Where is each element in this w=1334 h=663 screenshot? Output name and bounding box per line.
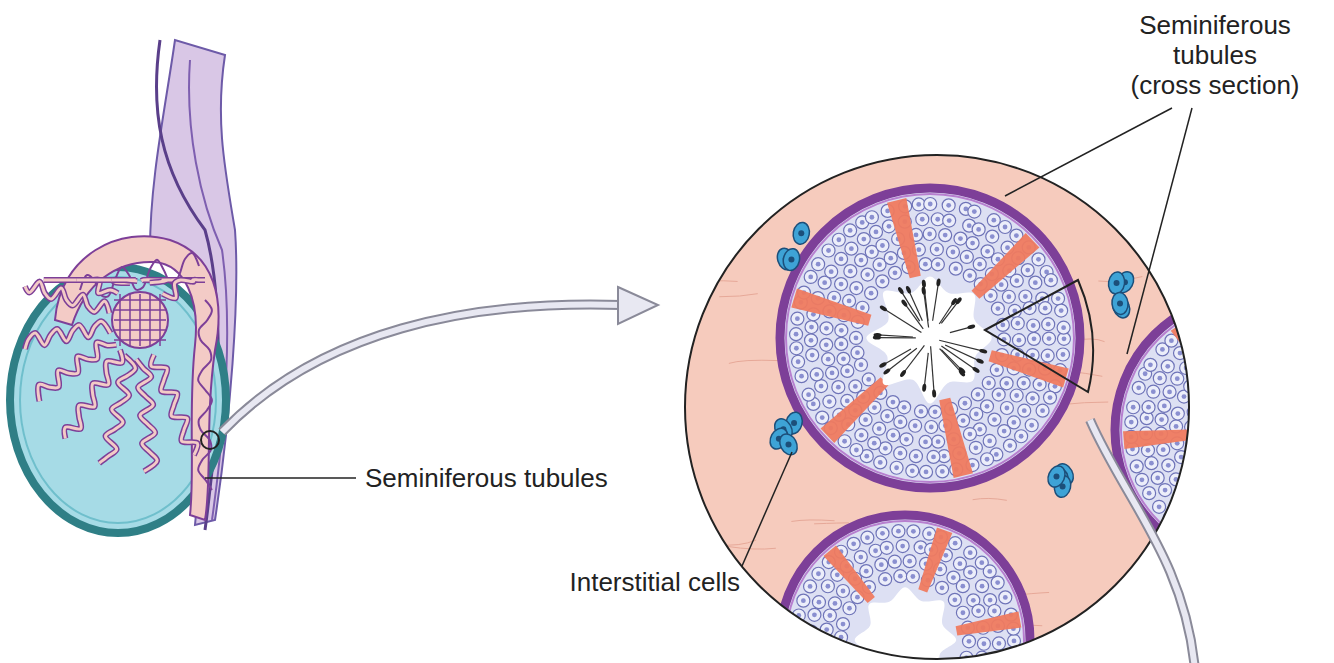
leader-line <box>205 477 356 479</box>
part-label: Seminiferous tubules (cross section) <box>1105 10 1325 100</box>
leader-line <box>1127 108 1192 354</box>
magnify-arrow <box>222 287 658 432</box>
part-label: Interstitial cells <box>478 567 740 597</box>
leader-line <box>742 452 792 566</box>
part-label: Seminiferous tubules <box>365 463 608 493</box>
testis-illustration <box>10 40 236 533</box>
leader-line <box>1005 108 1172 196</box>
section-view <box>685 0 1334 663</box>
